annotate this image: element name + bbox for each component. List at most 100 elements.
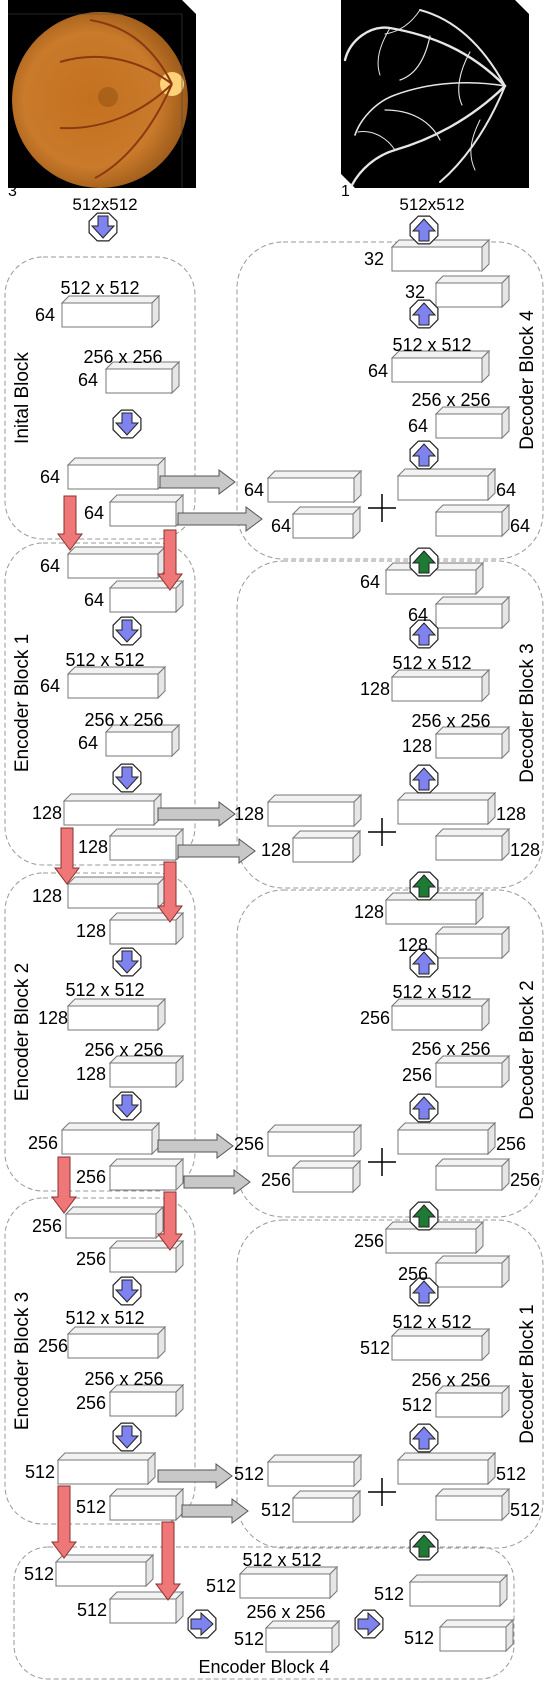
dimension-label: 128 bbox=[496, 804, 526, 824]
enc2-conv-box bbox=[66, 997, 167, 1032]
enc3-conv-box bbox=[108, 1487, 185, 1522]
maxpool-arrow-icon bbox=[112, 1276, 142, 1306]
dimension-label: 128 bbox=[76, 1064, 106, 1084]
title-encoder-block-1: Encoder Block 1 bbox=[12, 634, 33, 772]
title-decoder-block-1: Decoder Block 1 bbox=[517, 1304, 538, 1443]
output-image bbox=[341, 0, 529, 188]
group-initial bbox=[4, 256, 196, 540]
skip-feature-box bbox=[266, 469, 363, 504]
dimension-label: 256 x 256 bbox=[84, 1369, 163, 1389]
dec4-conv-box bbox=[390, 349, 491, 384]
upsample-arrow-icon bbox=[409, 1423, 439, 1453]
enc4-conv-box bbox=[438, 1618, 515, 1653]
skip-arrow-icon bbox=[177, 506, 263, 532]
downsample-arrow-icon bbox=[51, 1156, 77, 1214]
title-encoder-block-4: Encoder Block 4 bbox=[198, 1657, 329, 1677]
dimension-label: 512 bbox=[261, 1500, 291, 1520]
initial-conv-box bbox=[108, 493, 185, 528]
group-decoder-2 bbox=[236, 889, 544, 1218]
upsampled-feature-box bbox=[434, 1157, 511, 1192]
merge-up-arrow-icon bbox=[409, 1531, 439, 1561]
dimension-label: 256 bbox=[76, 1393, 106, 1413]
right-arrow-icon bbox=[354, 1609, 384, 1639]
dimension-label: 256 bbox=[76, 1167, 106, 1187]
dimension-label: 64 bbox=[510, 516, 530, 536]
skip-feature-box bbox=[266, 1453, 363, 1488]
enc4-conv-box bbox=[408, 1573, 509, 1608]
dimension-label: 512 bbox=[404, 1628, 434, 1648]
enc2-conv-box bbox=[108, 1157, 185, 1192]
downsample-arrow-icon bbox=[157, 529, 183, 591]
upsample-arrow-icon bbox=[409, 440, 439, 470]
downsample-arrow-icon bbox=[155, 1521, 181, 1601]
downsample-arrow-icon bbox=[157, 1191, 183, 1251]
upsampled-feature-box bbox=[396, 1451, 497, 1486]
dimension-label: 64 bbox=[360, 572, 380, 592]
group-encoder-2 bbox=[4, 872, 196, 1192]
output-channel-label: 1 bbox=[341, 183, 350, 200]
dimension-label: 64 bbox=[40, 556, 60, 576]
concat-plus-icon bbox=[368, 494, 396, 522]
dimension-label: 128 bbox=[398, 935, 428, 955]
skip-arrow-icon bbox=[157, 801, 236, 827]
skip-arrow-icon bbox=[177, 838, 256, 864]
dimension-label: 64 bbox=[244, 480, 264, 500]
dimension-label: 128 bbox=[234, 804, 264, 824]
dimension-label: 512 bbox=[360, 1338, 390, 1358]
dec4-conv-box bbox=[434, 405, 511, 440]
dimension-label: 512 bbox=[402, 1395, 432, 1415]
group-decoder-4 bbox=[236, 241, 544, 560]
dimension-label: 128 bbox=[32, 803, 62, 823]
dimension-label: 64 bbox=[84, 503, 104, 523]
dec4-conv-box bbox=[390, 238, 491, 273]
concat-plus-icon bbox=[368, 1478, 396, 1506]
dimension-label: 256 bbox=[496, 1134, 526, 1154]
dimension-label: 128 bbox=[360, 679, 390, 699]
maxpool-arrow-icon bbox=[112, 409, 142, 439]
dimension-label: 128 bbox=[78, 837, 108, 857]
dimension-label: 128 bbox=[354, 902, 384, 922]
dimension-label: 512 bbox=[24, 1564, 54, 1584]
title-decoder-block-2: Decoder Block 2 bbox=[517, 980, 538, 1119]
enc1-conv-box bbox=[108, 579, 185, 614]
enc3-conv-box bbox=[66, 1325, 167, 1360]
enc1-conv-box bbox=[66, 665, 167, 700]
group-encoder-1 bbox=[4, 542, 196, 866]
dimension-label: 32 bbox=[405, 282, 425, 302]
upsampled-feature-box bbox=[434, 503, 511, 538]
skip-feature-box bbox=[291, 505, 362, 540]
maxpool-arrow-icon bbox=[112, 947, 142, 977]
dimension-label: 256 x 256 bbox=[84, 710, 163, 730]
dimension-label: 32 bbox=[364, 249, 384, 269]
initial-conv-box bbox=[60, 294, 161, 329]
title-encoder-block-3: Encoder Block 3 bbox=[12, 1292, 33, 1430]
dec2-conv-box bbox=[434, 1054, 511, 1089]
dec2-conv-box bbox=[384, 891, 485, 926]
dimension-label: 512 bbox=[234, 1464, 264, 1484]
dimension-label: 256 x 256 bbox=[411, 1370, 490, 1390]
dimension-label: 128 bbox=[510, 840, 540, 860]
dimension-label: 256 bbox=[76, 1249, 106, 1269]
dimension-label: 256 bbox=[32, 1216, 62, 1236]
dimension-label: 64 bbox=[271, 516, 291, 536]
enc4-conv-box bbox=[108, 1590, 185, 1625]
dimension-label: 256 bbox=[354, 1231, 384, 1251]
dimension-label: 512 x 512 bbox=[242, 1550, 321, 1570]
dimension-label: 512 bbox=[76, 1497, 106, 1517]
skip-feature-box bbox=[291, 1489, 362, 1524]
skip-arrow-icon bbox=[157, 1133, 234, 1159]
output-size-label: 512x512 bbox=[399, 195, 464, 214]
dimension-label: 64 bbox=[496, 480, 516, 500]
skip-feature-box bbox=[266, 1123, 363, 1158]
dimension-label: 256 bbox=[38, 1336, 68, 1356]
upsampled-feature-box bbox=[396, 1121, 497, 1156]
enc2-conv-box bbox=[108, 1054, 185, 1089]
dimension-label: 512 x 512 bbox=[65, 1308, 144, 1328]
dimension-label: 64 bbox=[78, 733, 98, 753]
dimension-label: 128 bbox=[402, 736, 432, 756]
enc1-conv-box bbox=[108, 827, 185, 862]
dimension-label: 256 x 256 bbox=[84, 1040, 163, 1060]
dimension-label: 256 bbox=[360, 1008, 390, 1028]
merge-up-arrow-icon bbox=[409, 547, 439, 577]
